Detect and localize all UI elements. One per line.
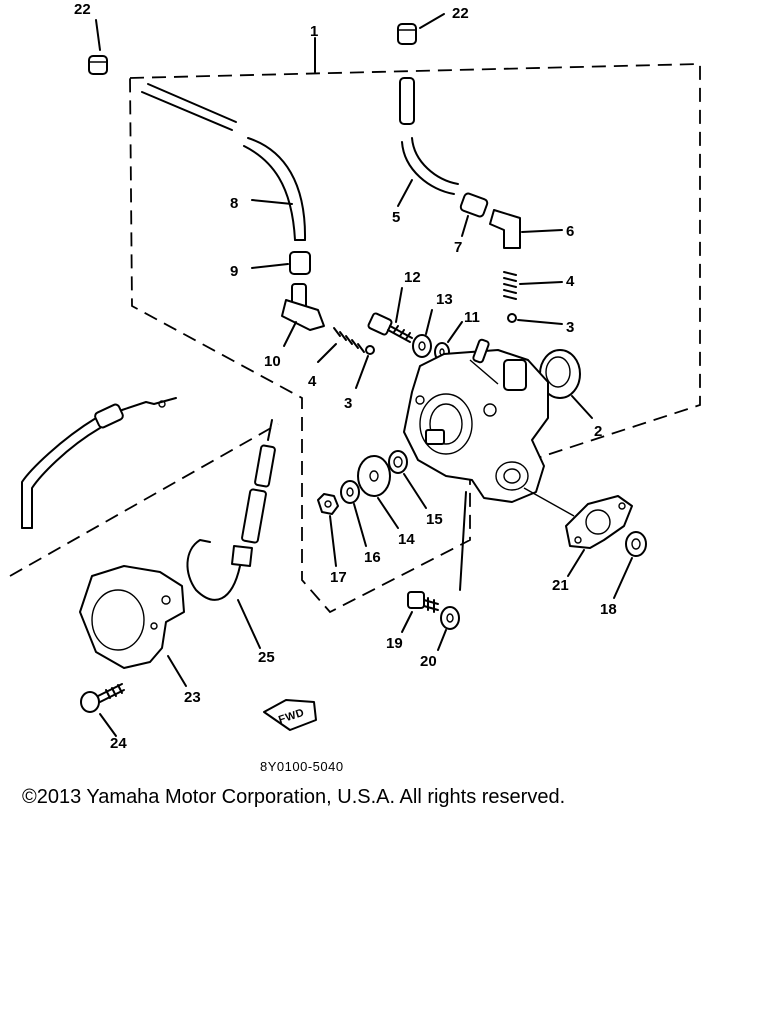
label-8: 8 <box>230 195 238 212</box>
washer-13[interactable] <box>412 309 433 358</box>
bolt-19[interactable] <box>401 591 439 633</box>
gasket-21[interactable] <box>523 487 633 577</box>
clamp-9[interactable] <box>251 251 311 275</box>
label-25: 25 <box>258 649 275 666</box>
label-22-left: 22 <box>74 1 91 18</box>
ball-3-right[interactable] <box>507 313 563 325</box>
gear-14[interactable] <box>357 455 399 529</box>
label-22-right: 22 <box>452 5 469 22</box>
elbow-fitting-6[interactable] <box>489 209 563 249</box>
label-20: 20 <box>420 653 437 670</box>
screw-24[interactable] <box>80 683 125 737</box>
copyright-notice: ©2013 Yamaha Motor Corporation, U.S.A. A… <box>22 786 566 808</box>
label-24: 24 <box>110 735 127 752</box>
assembly-boundary <box>129 37 701 614</box>
label-1: 1 <box>310 23 318 40</box>
cover-23[interactable] <box>79 565 187 687</box>
part-labels: 22 22 1 8 9 10 5 7 6 4 3 12 13 11 4 3 2 … <box>74 1 617 752</box>
forward-arrow-badge: FWD <box>263 699 317 731</box>
oil-pump-body[interactable] <box>403 338 549 591</box>
washer-16[interactable] <box>340 480 367 547</box>
clamp-7[interactable] <box>459 192 489 237</box>
ball-3-left[interactable] <box>355 345 375 389</box>
label-4-left: 4 <box>308 373 317 390</box>
drawing-code: 8Y0100-5040 <box>260 759 344 774</box>
label-2: 2 <box>594 423 602 440</box>
label-10: 10 <box>264 353 281 370</box>
label-18: 18 <box>600 601 617 618</box>
spring-4-left[interactable] <box>317 327 365 363</box>
label-21: 21 <box>552 577 569 594</box>
label-15: 15 <box>426 511 443 528</box>
control-cable[interactable] <box>9 397 279 577</box>
label-3-left: 3 <box>344 395 352 412</box>
label-9: 9 <box>230 263 238 280</box>
label-14: 14 <box>398 531 415 548</box>
label-5: 5 <box>392 209 400 226</box>
label-3-right: 3 <box>566 319 574 336</box>
label-12: 12 <box>404 269 421 286</box>
washer-15[interactable] <box>388 450 427 509</box>
cap-22-left[interactable] <box>88 19 108 75</box>
label-11: 11 <box>464 309 480 326</box>
label-6: 6 <box>566 223 574 240</box>
label-4-right: 4 <box>566 273 575 290</box>
elbow-fitting-10[interactable] <box>281 283 325 347</box>
sensor-wire-25[interactable] <box>186 419 276 649</box>
label-13: 13 <box>436 291 453 308</box>
label-23: 23 <box>184 689 201 706</box>
label-19: 19 <box>386 635 403 652</box>
washer-18[interactable] <box>613 531 647 599</box>
label-16: 16 <box>364 549 381 566</box>
cap-22-right[interactable] <box>397 13 445 45</box>
nut-20[interactable] <box>437 606 460 651</box>
hose-5[interactable] <box>397 77 459 207</box>
label-17: 17 <box>330 569 347 586</box>
nut-17[interactable] <box>317 493 339 567</box>
spring-4-right[interactable] <box>503 271 563 300</box>
hose-8[interactable] <box>141 83 307 241</box>
label-7: 7 <box>454 239 462 256</box>
bolt-12[interactable] <box>367 287 413 343</box>
oil-seal-2[interactable] <box>539 349 593 419</box>
